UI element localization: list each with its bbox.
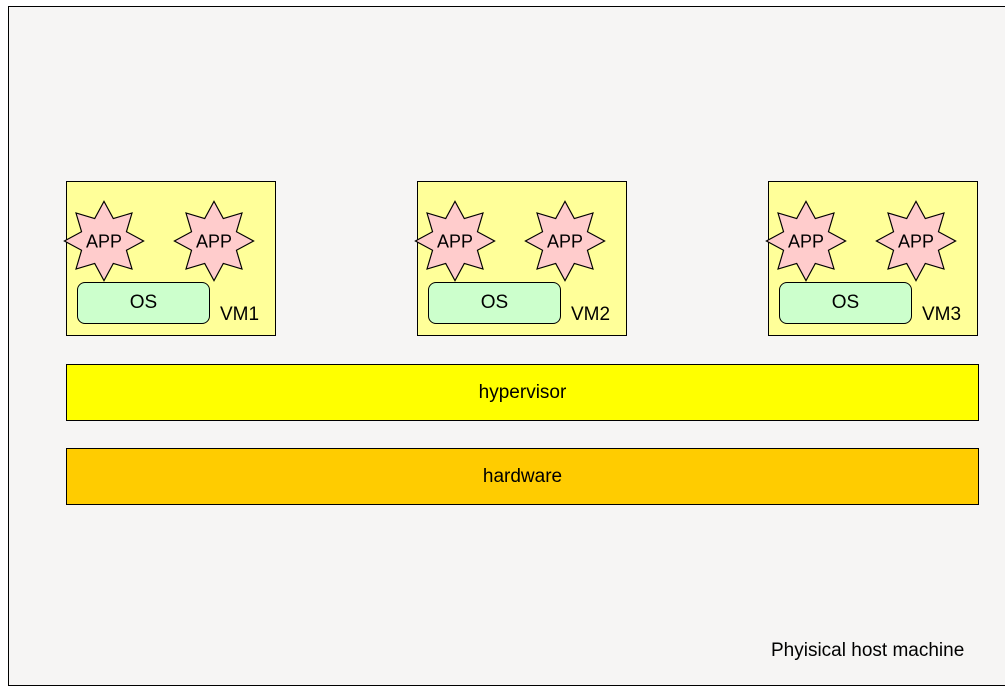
app-label: APP — [547, 231, 583, 251]
os-box: OS — [77, 282, 210, 324]
app-star-icon: APP — [765, 200, 847, 282]
app-star-icon: APP — [173, 200, 255, 282]
vm-box-3: APP APP OS VM3 — [765, 181, 978, 336]
app-label: APP — [437, 231, 473, 251]
physical-host-box — [8, 6, 1005, 686]
hardware-layer: hardware — [66, 448, 979, 505]
vm-label: VM1 — [220, 304, 260, 325]
app-star-icon: APP — [414, 200, 496, 282]
vm-box-2: APP APP OS VM2 — [414, 181, 627, 336]
app-label: APP — [86, 231, 122, 251]
vm-label: VM3 — [922, 304, 962, 325]
os-box: OS — [428, 282, 561, 324]
app-star-icon: APP — [63, 200, 145, 282]
vm-box-1: APP APP OS VM1 — [63, 181, 276, 336]
hypervisor-layer: hypervisor — [66, 364, 979, 421]
host-label: Phyisical host machine — [771, 640, 965, 661]
app-label: APP — [196, 231, 232, 251]
app-label: APP — [898, 231, 934, 251]
app-star-icon: APP — [875, 200, 957, 282]
app-label: APP — [788, 231, 824, 251]
os-box: OS — [779, 282, 912, 324]
vm-label: VM2 — [571, 304, 611, 325]
app-star-icon: APP — [524, 200, 606, 282]
